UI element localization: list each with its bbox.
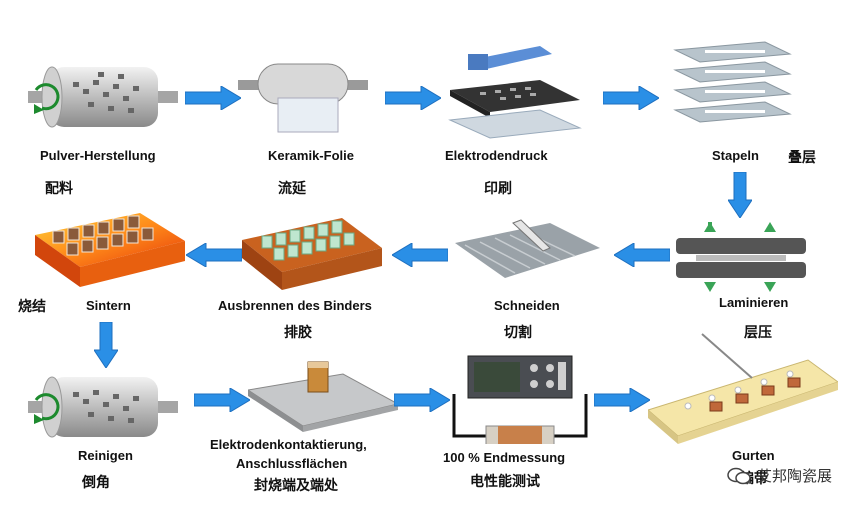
arrow-right-2 bbox=[385, 86, 441, 110]
watermark-text: 艾邦陶瓷展 bbox=[756, 468, 832, 485]
step-foil-label: Keramik-Folie bbox=[268, 148, 354, 163]
arrow-left-2 bbox=[392, 243, 448, 267]
step-powder-zh: 配料 bbox=[45, 180, 73, 196]
step-term-label-2: Anschlussflächen bbox=[236, 456, 348, 471]
arrow-left-1 bbox=[614, 243, 670, 267]
arrow-down-2 bbox=[94, 322, 118, 368]
step-clean-zh: 倒角 bbox=[82, 474, 110, 490]
arrow-right-1 bbox=[185, 86, 241, 110]
step-laminate-zh: 层压 bbox=[744, 324, 772, 340]
step-stack-zh: 叠层 bbox=[788, 149, 816, 165]
powder-drum-illustration bbox=[28, 66, 178, 128]
step-term-zh: 封烧端及端处 bbox=[254, 477, 338, 493]
step-foil-zh: 流延 bbox=[278, 180, 306, 196]
step-sinter-label: Sintern bbox=[86, 298, 131, 313]
step-cut-label: Schneiden bbox=[494, 298, 560, 313]
step-print-label: Elektrodendruck bbox=[445, 148, 548, 163]
sintering-illustration bbox=[35, 213, 185, 287]
arrow-right-3 bbox=[603, 86, 659, 110]
step-stack-label: Stapeln bbox=[712, 148, 759, 163]
watermark: 艾邦陶瓷展 bbox=[727, 465, 832, 486]
step-binder-zh: 排胶 bbox=[284, 324, 312, 340]
arrow-right-4 bbox=[194, 388, 250, 412]
electrode-printer-illustration bbox=[448, 46, 582, 139]
arrow-left-3 bbox=[186, 243, 242, 267]
arrow-right-6 bbox=[594, 388, 650, 412]
step-powder-label: Pulver-Herstellung bbox=[40, 148, 156, 163]
step-clean-label: Reinigen bbox=[78, 448, 133, 463]
step-binder-label: Ausbrennen des Binders bbox=[218, 298, 372, 313]
step-tape-label: Gurten bbox=[732, 448, 775, 463]
taping-illustration bbox=[648, 333, 838, 444]
arrow-right-5 bbox=[394, 388, 450, 412]
cutting-illustration bbox=[455, 219, 600, 278]
step-term-label: Elektrodenkontaktierung, bbox=[210, 437, 367, 452]
termination-plate-illustration bbox=[248, 361, 398, 432]
step-measure-label: 100 % Endmessung bbox=[443, 450, 566, 465]
step-sinter-zh: 烧结 bbox=[18, 298, 46, 314]
step-laminate-label: Laminieren bbox=[719, 295, 789, 310]
step-measure-zh: 电性能测试 bbox=[470, 473, 540, 489]
step-print-zh: 印刷 bbox=[484, 180, 512, 196]
measurement-illustration bbox=[452, 355, 588, 444]
foil-roller-illustration bbox=[238, 63, 368, 133]
arrow-down-1 bbox=[728, 172, 752, 218]
step-cut-zh: 切割 bbox=[504, 324, 532, 340]
cleaning-drum-illustration bbox=[28, 376, 178, 438]
laminating-press-illustration bbox=[676, 222, 806, 292]
stacked-sheets-illustration bbox=[673, 41, 792, 123]
binder-burnout-illustration bbox=[242, 218, 382, 290]
wechat-icon bbox=[727, 467, 751, 484]
